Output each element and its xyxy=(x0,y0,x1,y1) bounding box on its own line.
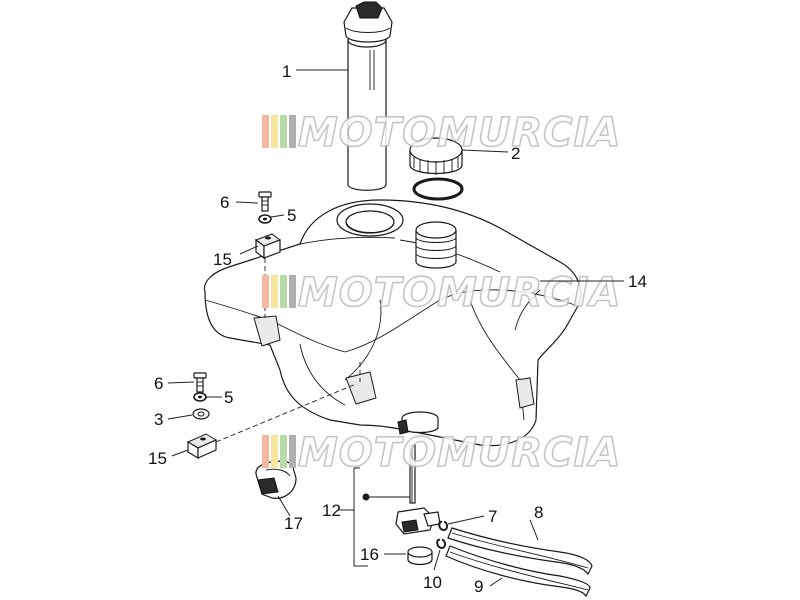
watermark-stripe xyxy=(280,435,287,468)
watermark-text: MOTOMURCIA xyxy=(298,430,621,476)
upper-washer xyxy=(258,214,272,224)
fuel-pump-sender xyxy=(343,1,393,191)
lower-washer xyxy=(193,392,207,402)
callout-6-upper: 6 xyxy=(220,193,229,212)
lower-flat-washer xyxy=(192,408,210,420)
callout-6-lower: 6 xyxy=(154,374,163,393)
lower-clip-nut xyxy=(186,433,218,460)
callout-5-upper: 5 xyxy=(287,206,296,225)
fuel-tank xyxy=(203,199,582,447)
callout-9: 9 xyxy=(474,577,483,596)
lower-screw xyxy=(193,372,207,393)
callout-10: 10 xyxy=(423,573,442,592)
watermark-stripe xyxy=(262,275,269,308)
callout-16: 16 xyxy=(360,545,379,564)
leader-lines xyxy=(167,69,624,587)
callout-17: 17 xyxy=(284,514,303,533)
hose-clip-10 xyxy=(436,538,446,550)
watermark-2: MOTOMURCIA xyxy=(262,269,621,317)
watermark-1: MOTOMURCIA xyxy=(262,109,621,157)
callout-12: 12 xyxy=(322,501,341,520)
callout-14: 14 xyxy=(628,272,647,291)
callout-3: 3 xyxy=(154,410,163,429)
callout-8: 8 xyxy=(534,503,543,522)
fuel-hose-8 xyxy=(447,527,593,576)
callout-15-upper: 15 xyxy=(213,250,232,269)
callout-1: 1 xyxy=(282,62,291,81)
upper-clip-nut xyxy=(254,233,282,260)
watermark-3: MOTOMURCIA xyxy=(262,429,621,477)
seal-ring xyxy=(407,546,433,566)
callout-labels: 1 2 6 5 15 14 6 5 3 15 17 7 8 12 16 10 9 xyxy=(148,62,647,596)
callout-15-lower: 15 xyxy=(148,449,167,468)
fuel-hose-9 xyxy=(445,545,591,598)
watermark-stripe xyxy=(262,115,269,148)
watermark-stripe xyxy=(280,275,287,308)
fuel-cap-o-ring xyxy=(412,177,464,201)
callout-5-lower: 5 xyxy=(224,388,233,407)
watermark-stripe xyxy=(262,435,269,468)
callout-7: 7 xyxy=(488,507,497,526)
watermark-stripe xyxy=(289,115,296,148)
watermark-stripe xyxy=(289,275,296,308)
callout-2: 2 xyxy=(511,144,520,163)
watermark-stripe xyxy=(271,435,278,468)
upper-screw xyxy=(258,191,272,212)
watermark-stripe xyxy=(271,115,278,148)
watermark-stripe xyxy=(280,115,287,148)
hose-clip-7 xyxy=(438,520,448,532)
watermark-stripe xyxy=(271,275,278,308)
watermark-stripe xyxy=(289,435,296,468)
watermark-text: MOTOMURCIA xyxy=(298,270,621,316)
watermark-text: MOTOMURCIA xyxy=(298,110,621,156)
upper-hose-clamp xyxy=(397,411,439,435)
fuel-cap xyxy=(409,137,463,175)
